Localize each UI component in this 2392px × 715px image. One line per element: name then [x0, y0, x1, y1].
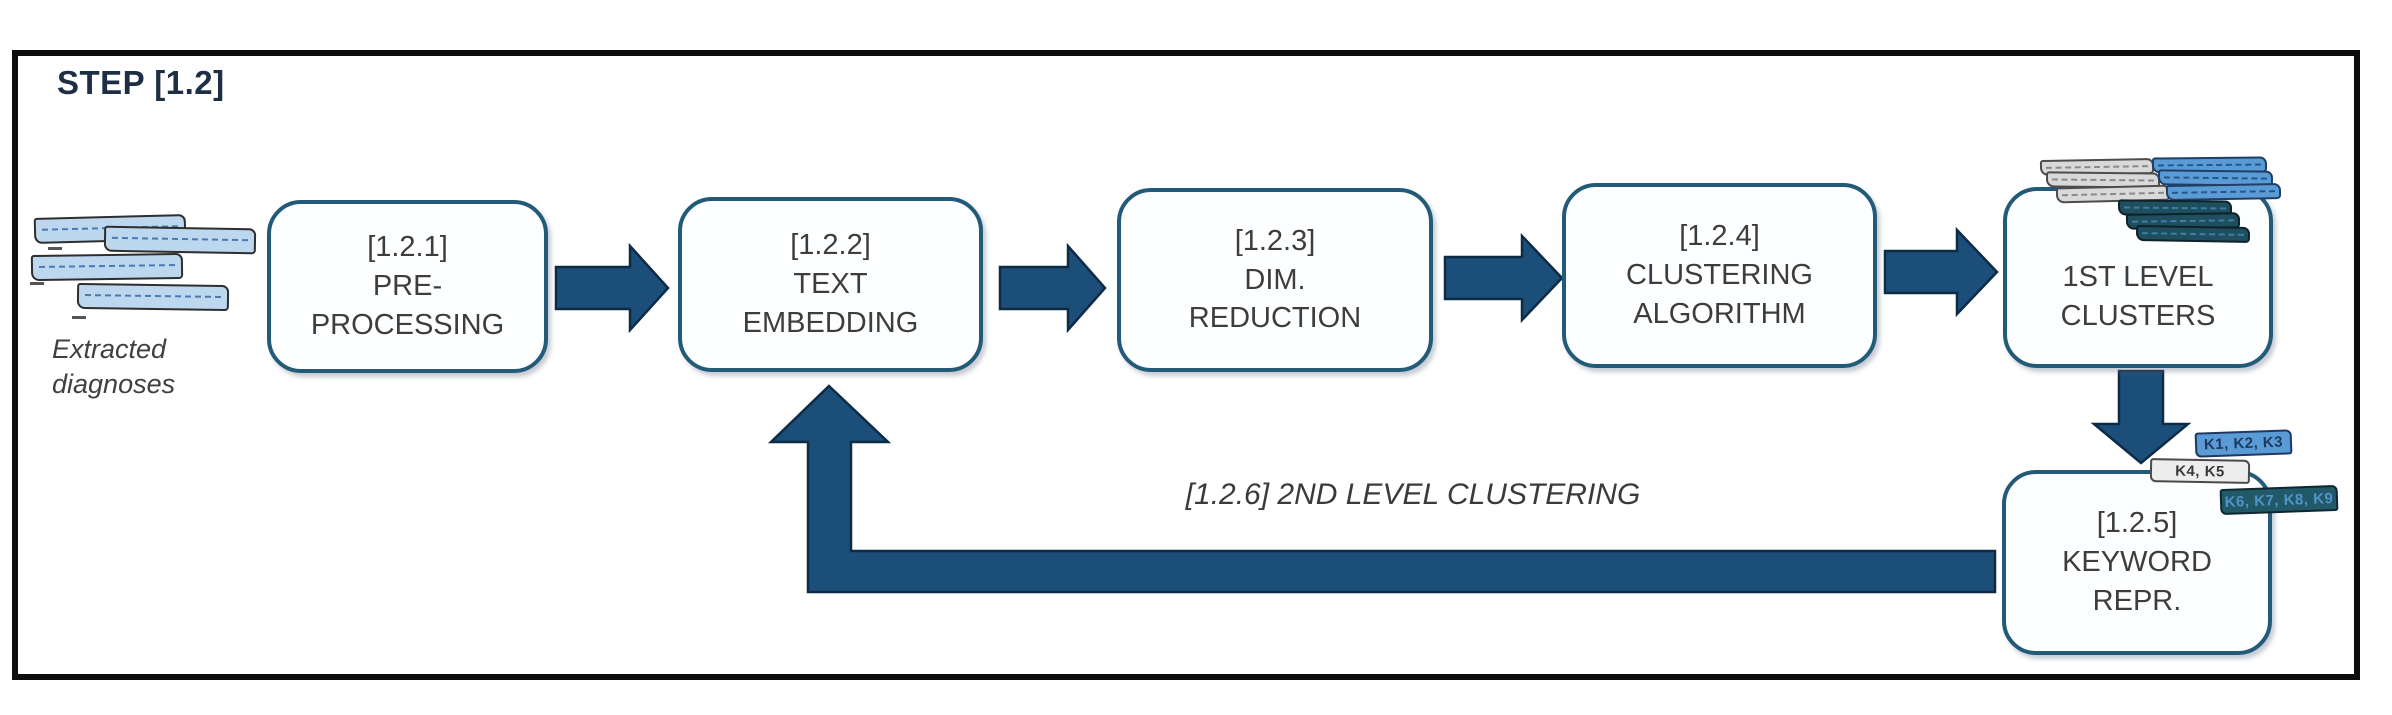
box-preprocessing: [1.2.1] PRE- PROCESSING — [267, 200, 548, 373]
flow-arrow-2-icon — [998, 242, 1107, 334]
down-arrow-icon — [2090, 369, 2192, 465]
keyword-tag-label: K4, K5 — [2175, 462, 2225, 480]
box-clustering-algorithm: [1.2.4] CLUSTERING ALGORITHM — [1562, 183, 1877, 368]
feedback-arrow-icon — [767, 384, 1997, 594]
box-id: [1.2.5] — [2096, 507, 2178, 540]
document-ribbon-icon — [103, 225, 257, 255]
cluster-ribbon-dark-icon — [2135, 225, 2251, 243]
keyword-tag-k4-k5: K4, K5 — [2149, 458, 2251, 484]
extracted-diagnoses-label: Extracted diagnoses — [52, 334, 176, 400]
ink-mark — [72, 316, 86, 319]
dashed-text-line — [38, 264, 176, 269]
flow-arrow-1-icon — [554, 242, 670, 334]
keyword-tag-label: K1, K2, K3 — [2203, 433, 2284, 454]
box-dim-reduction: [1.2.3] DIM. REDUCTION — [1117, 188, 1433, 372]
box-id: [1.2.1] — [367, 231, 448, 264]
ink-mark — [30, 282, 44, 285]
keyword-tag-label: K6, K7, K8, K9 — [2224, 489, 2334, 511]
box-label: KEYWORD REPR. — [2062, 546, 2212, 617]
feedback-arrow-label: [1.2.6] 2ND LEVEL CLUSTERING — [1185, 478, 1641, 511]
box-label: PRE- PROCESSING — [310, 270, 505, 341]
dashed-text-line — [111, 237, 249, 242]
box-id: [1.2.2] — [790, 229, 871, 262]
box-id: [1.2.3] — [1234, 224, 1316, 257]
dashed-text-line — [2052, 178, 2154, 182]
dashed-text-line — [2046, 165, 2148, 169]
dashed-text-line — [2062, 191, 2164, 197]
keyword-tag-k6-k7-k8-k9: K6, K7, K8, K9 — [2219, 484, 2339, 516]
dashed-text-line — [2172, 190, 2275, 194]
dashed-text-line — [2132, 219, 2234, 223]
document-ribbon-icon — [30, 252, 184, 282]
cluster-ribbon-blue-icon — [2165, 182, 2282, 202]
dashed-text-line — [2124, 206, 2226, 210]
step-title: STEP [1.2] — [57, 64, 225, 101]
dashed-text-line — [84, 294, 222, 299]
box-label: DIM. REDUCTION — [1188, 263, 1362, 335]
ink-mark — [48, 247, 62, 250]
box-label: TEXT EMBEDDING — [742, 268, 919, 339]
dashed-text-line — [2158, 163, 2261, 167]
box-text-embedding: [1.2.2] TEXT EMBEDDING — [678, 197, 983, 372]
dashed-text-line — [2164, 176, 2267, 180]
flow-arrow-3-icon — [1443, 232, 1564, 324]
keyword-tag-k1-k2-k3: K1, K2, K3 — [2194, 429, 2293, 458]
box-label: CLUSTERING ALGORITHM — [1626, 259, 1813, 330]
document-ribbon-icon — [76, 282, 230, 312]
box-id: [1.2.4] — [1679, 220, 1760, 253]
flow-arrow-4-icon — [1883, 226, 1999, 318]
box-label: 1ST LEVEL CLUSTERS — [2060, 261, 2216, 333]
dashed-text-line — [2142, 232, 2244, 236]
